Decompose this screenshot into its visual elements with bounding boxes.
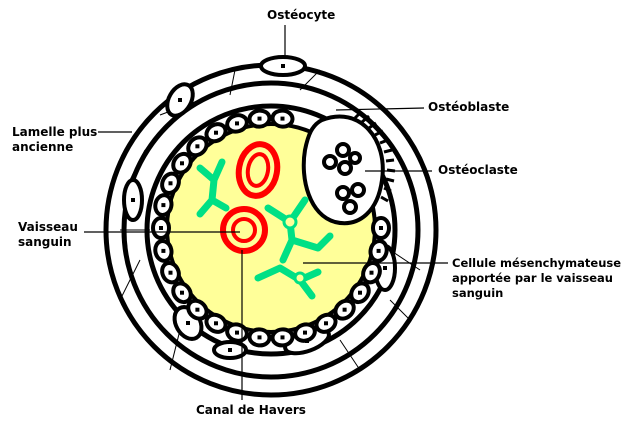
label-cellule-line2: apportée par le vaisseau (452, 271, 621, 286)
label-cellule-line1: Cellule mésenchymateuse (452, 256, 621, 271)
label-canal-text: Canal de Havers (196, 403, 306, 418)
osteoblast-nucleus (379, 226, 383, 230)
osteoblast-nucleus (235, 331, 239, 335)
osteoblast-nucleus (377, 249, 381, 253)
osteoblast-nucleus (214, 321, 218, 325)
osteoblast-nucleus (235, 121, 239, 125)
osteoblast-nucleus (195, 308, 199, 312)
label-lamelle: Lamelle plus ancienne (12, 125, 97, 155)
osteoblast-nucleus (303, 331, 307, 335)
label-vaisseau-line2: sanguin (18, 235, 78, 250)
osteoblast-nucleus (281, 335, 285, 339)
label-vaisseau: Vaisseau sanguin (18, 220, 78, 250)
osteoblast-nucleus (169, 271, 173, 275)
label-osteoblaste-text: Ostéoblaste (428, 100, 509, 115)
label-lamelle-line2: ancienne (12, 140, 97, 155)
osteoblast-nucleus (358, 291, 362, 295)
osteoblast-nucleus (214, 131, 218, 135)
osteoblast-nucleus (180, 291, 184, 295)
osteoblast-nucleus (281, 117, 285, 121)
osteoblast-nucleus (159, 226, 163, 230)
osteoblast-nucleus (161, 249, 165, 253)
osteoblast-nucleus (324, 321, 328, 325)
osteoblast-nucleus (258, 335, 262, 339)
label-osteoclaste: Ostéoclaste (438, 163, 518, 178)
osteoblast-nucleus (169, 181, 173, 185)
osteoblast-nucleus (161, 203, 165, 207)
osteoblast-nucleus (195, 144, 199, 148)
osteoblast-nucleus (343, 308, 347, 312)
osteoblast-nucleus (370, 271, 374, 275)
label-osteoblaste: Ostéoblaste (428, 100, 509, 115)
osteoblast-nucleus (180, 161, 184, 165)
label-lamelle-line1: Lamelle plus (12, 125, 97, 140)
label-canal: Canal de Havers (196, 403, 306, 418)
label-osteocyte-text: Ostéocyte (267, 8, 335, 23)
label-vaisseau-line1: Vaisseau (18, 220, 78, 235)
label-osteocyte: Ostéocyte (267, 8, 335, 23)
osteoblast-nucleus (258, 117, 262, 121)
label-cellule: Cellule mésenchymateuse apportée par le … (452, 256, 621, 301)
label-osteoclaste-text: Ostéoclaste (438, 163, 518, 178)
label-cellule-line3: sanguin (452, 286, 621, 301)
